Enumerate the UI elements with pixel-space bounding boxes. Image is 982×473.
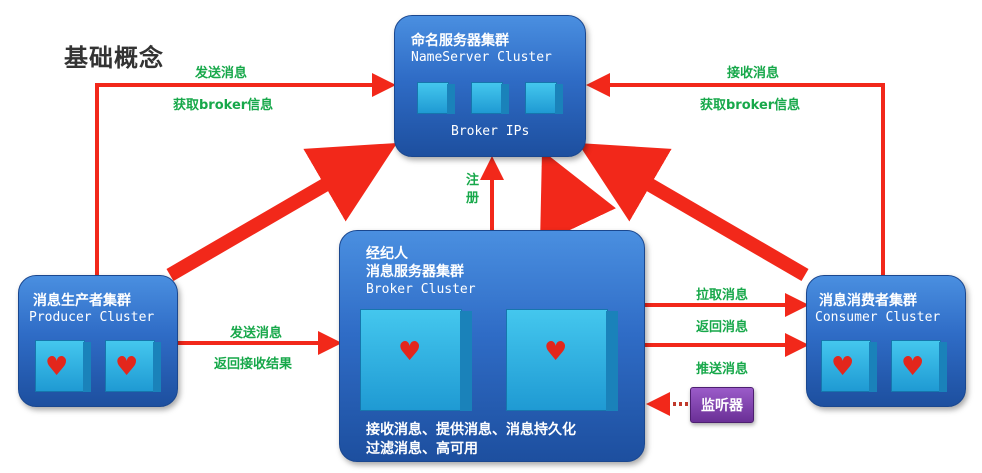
consumer-subtitle: Consumer Cluster (815, 310, 941, 325)
consumer-nameserver-line (586, 73, 885, 275)
producer-thick-arrow (166, 142, 398, 282)
label-consumer-fetch: 获取broker信息 (700, 98, 801, 113)
consumer-cube-2: ♥ (891, 334, 947, 392)
broker-thick-arrow (540, 150, 616, 245)
broker-cube-1: ♥ (360, 303, 472, 411)
broker-desc-line2: 过滤消息、高可用 (366, 441, 478, 457)
nameserver-cube-3 (525, 76, 563, 114)
label-return-msg: 返回消息 (696, 320, 749, 335)
heart-icon: ♥ (115, 352, 139, 382)
label-consumer-recv: 接收消息 (727, 66, 780, 81)
producer-cube-1: ♥ (35, 334, 91, 392)
producer-subtitle: Producer Cluster (29, 310, 155, 325)
producer-panel: 消息生产者集群 Producer Cluster ♥ ♥ (18, 275, 178, 407)
page-title: 基础概念 (64, 44, 164, 72)
heart-icon: ♥ (544, 337, 568, 367)
heart-icon: ♥ (831, 352, 855, 382)
nameserver-panel: 命名服务器集群 NameServer Cluster Broker IPs (394, 15, 586, 157)
listener-box: 监听器 (690, 387, 754, 423)
label-pb-send: 发送消息 (230, 326, 283, 341)
broker-cube-2: ♥ (506, 303, 618, 411)
consumer-panel: 消息消费者集群 Consumer Cluster ♥ ♥ (806, 275, 966, 407)
nameserver-subtitle: NameServer Cluster (411, 50, 552, 65)
producer-cube-2: ♥ (105, 334, 161, 392)
label-producer-send: 发送消息 (195, 66, 248, 81)
heart-icon: ♥ (45, 352, 69, 382)
label-producer-fetch: 获取broker信息 (173, 98, 274, 113)
consumer-title: 消息消费者集群 (819, 293, 917, 309)
nameserver-title: 命名服务器集群 (411, 33, 509, 49)
producer-nameserver-line (95, 73, 396, 275)
label-push: 推送消息 (696, 362, 749, 377)
broker-subtitle: Broker Cluster (366, 282, 476, 297)
label-pb-return: 返回接收结果 (214, 357, 293, 372)
nameserver-caption: Broker IPs (451, 124, 530, 139)
broker-panel: 经纪人 消息服务器集群 Broker Cluster ♥ ♥ 接收消息、提供消息… (339, 230, 645, 462)
heart-icon: ♥ (901, 352, 925, 382)
nameserver-cube-1 (417, 76, 455, 114)
label-pull: 拉取消息 (696, 288, 749, 303)
heart-icon: ♥ (398, 337, 422, 367)
consumer-cube-1: ♥ (821, 334, 877, 392)
label-register: 注册 (466, 173, 480, 206)
consumer-thick-arrow (577, 142, 809, 282)
broker-title2: 消息服务器集群 (366, 264, 464, 280)
nameserver-cube-2 (471, 76, 509, 114)
broker-desc-line1: 接收消息、提供消息、消息持久化 (366, 422, 576, 438)
producer-title: 消息生产者集群 (33, 293, 131, 309)
broker-title: 经纪人 (366, 246, 408, 262)
